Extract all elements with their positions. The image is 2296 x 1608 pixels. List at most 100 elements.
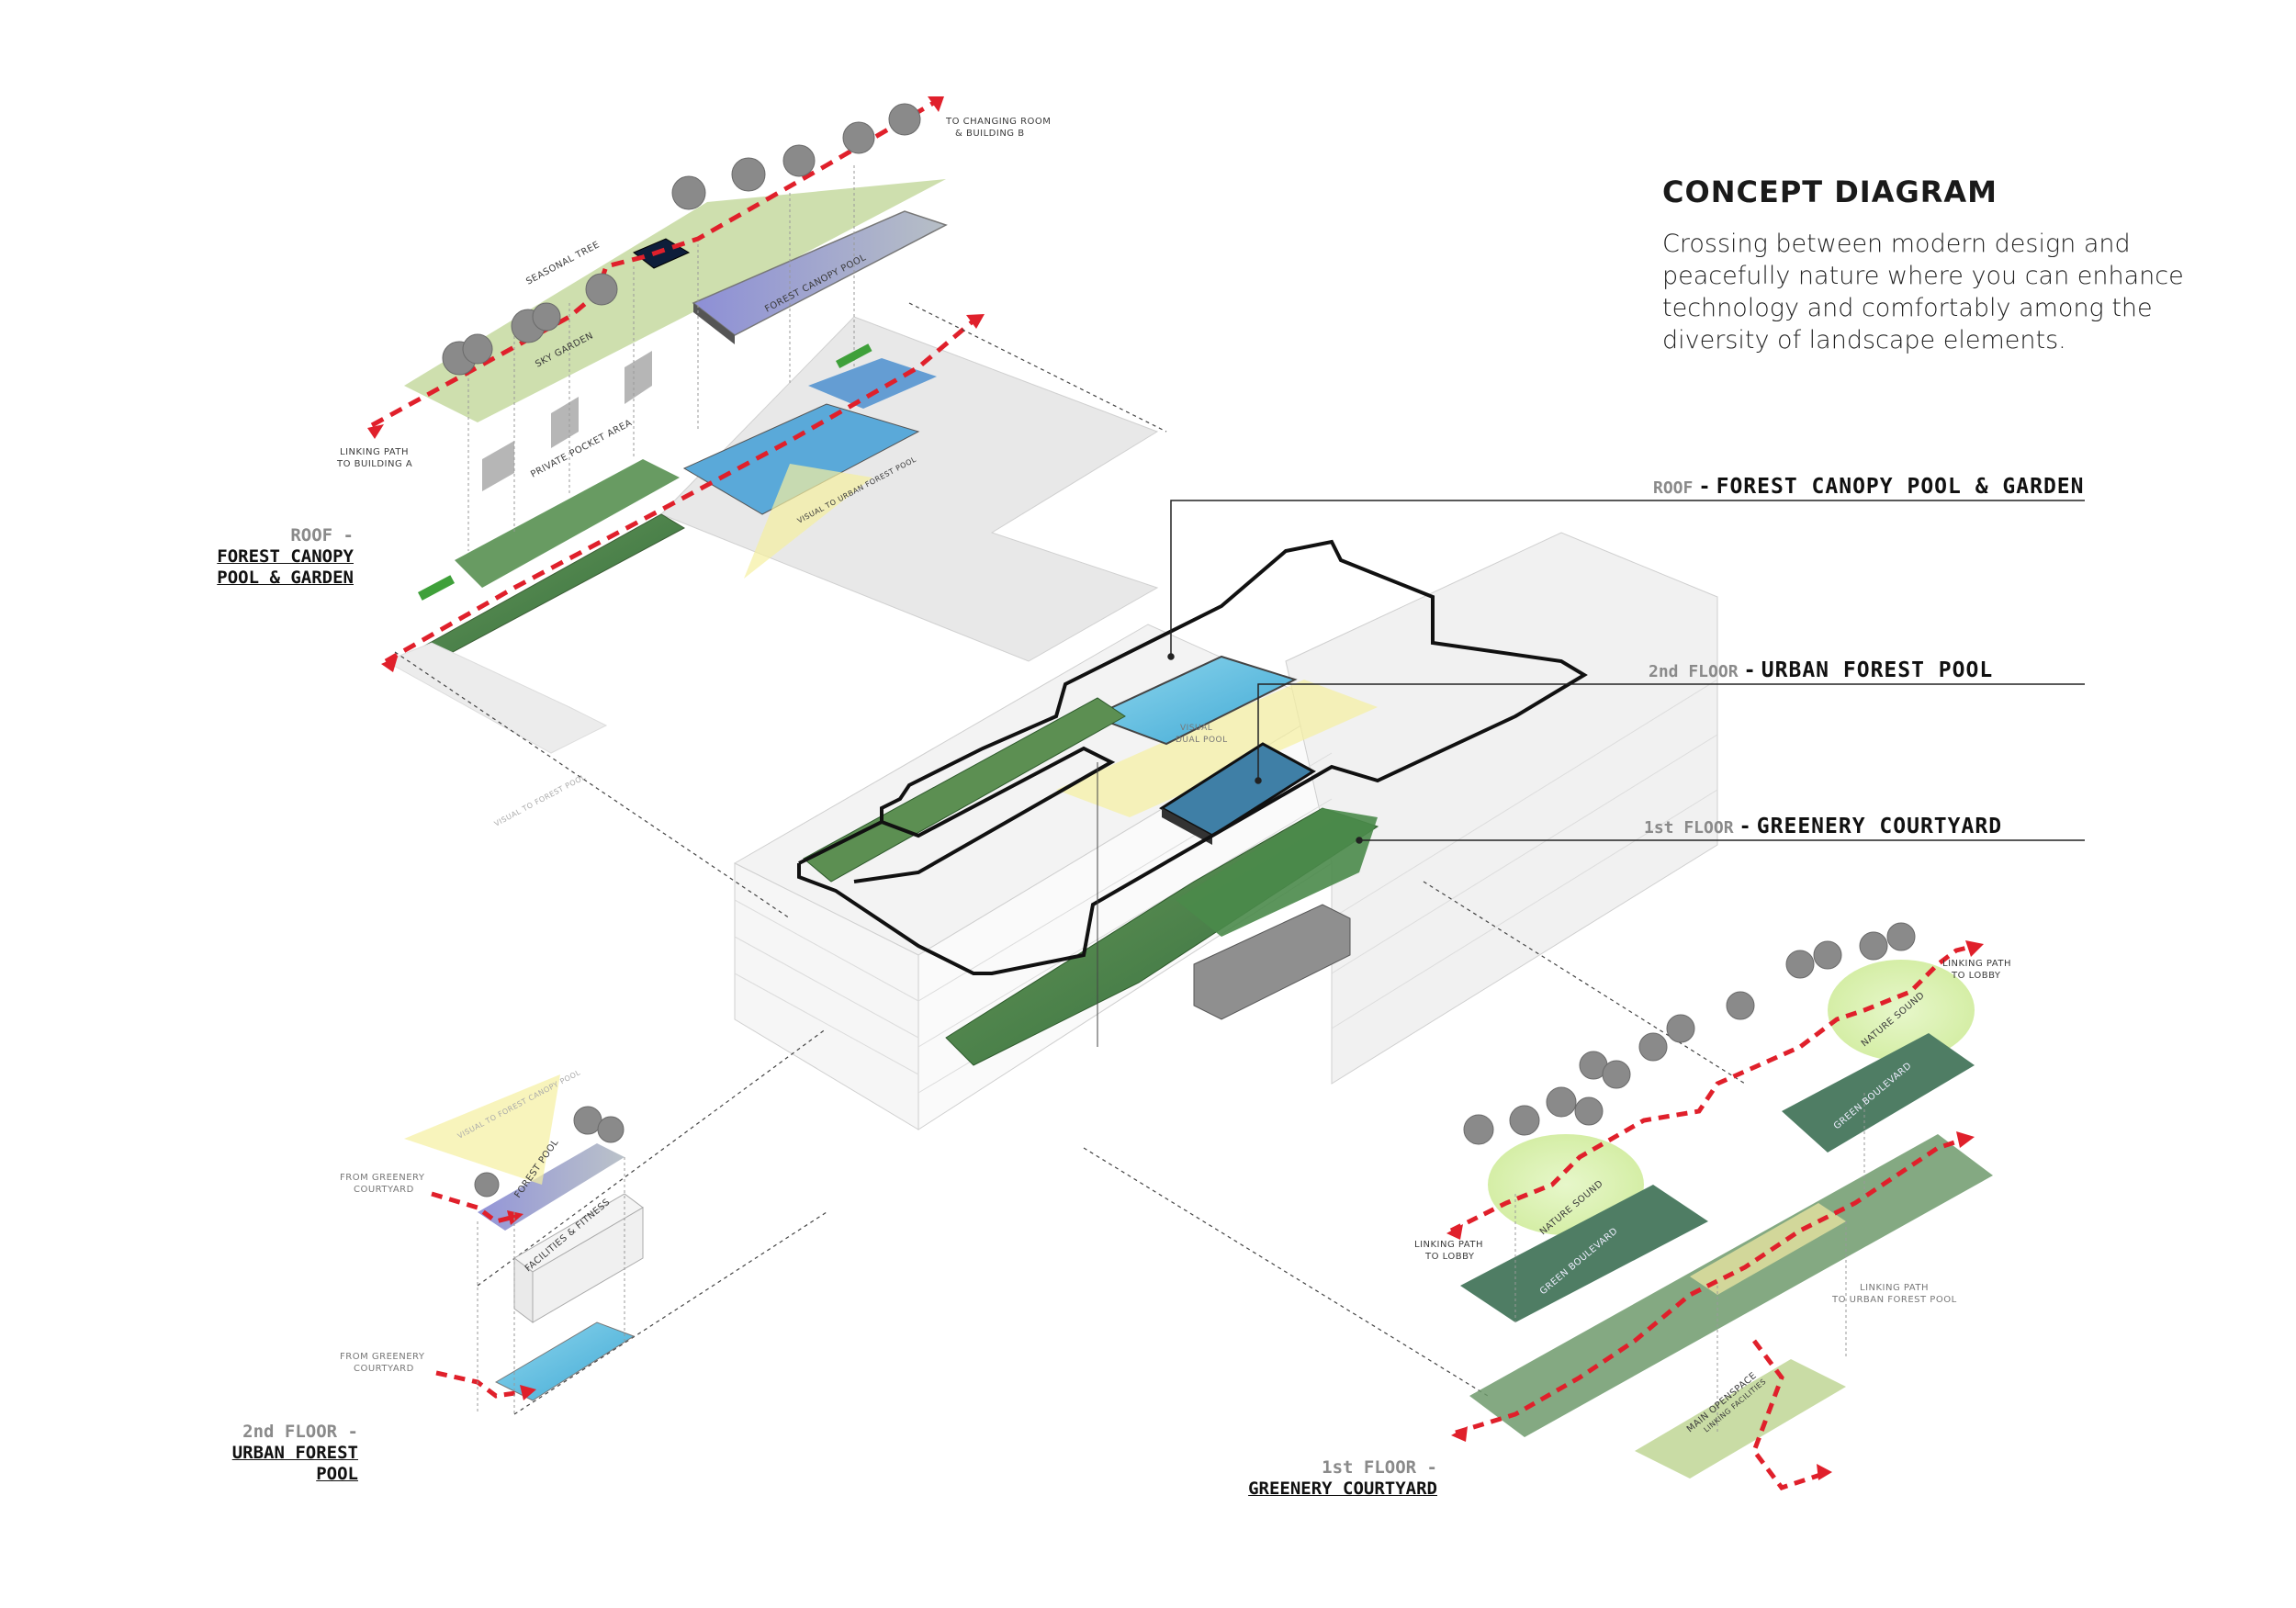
green-boulevard-left [1460, 1185, 1708, 1322]
side-label-second-level: 2nd FLOOR - [242, 1422, 358, 1442]
callout-second-name: URBAN FOREST POOL [1761, 658, 1994, 682]
first-trees [1463, 922, 1916, 1145]
nature-sound-glow-top [1828, 960, 1975, 1061]
second-path-upper-arrow [507, 1210, 523, 1225]
linking-urban-line2: TO URBAN FOREST POOL [1831, 1295, 1957, 1305]
first-path-openspace-arrow [1817, 1464, 1832, 1480]
concept-description: Crossing between modern design and peace… [1662, 230, 2184, 354]
callout-roof: ROOF-FOREST CANOPY POOL & GARDEN [1653, 475, 2084, 499]
second-floor-exploded [404, 1074, 644, 1414]
second-pool-lower [494, 1321, 636, 1401]
forest-canopy-pool-upper-side [693, 303, 735, 344]
first-path-lower [1455, 1136, 1966, 1435]
side-label-first-level: 1st FLOOR - [1322, 1457, 1437, 1478]
first-path-lower-start [1451, 1426, 1468, 1442]
to-changing-room-line1: TO CHANGING ROOM [945, 117, 1051, 127]
linking-urban-line1: LINKING PATH [1860, 1283, 1929, 1293]
first-path-top [1449, 943, 1975, 1233]
second-vertical-guides [477, 1157, 625, 1414]
callout-first: 1st FLOOR-GREENERY COURTYARD [1644, 815, 2002, 838]
from-greenery-a-line2: COURTYARD [354, 1185, 414, 1195]
first-floor-exploded [1446, 922, 1993, 1490]
first-path-top-start [1446, 1224, 1463, 1240]
callout-second-level: 2nd FLOOR [1649, 662, 1739, 681]
side-label-second: 2nd FLOOR - URBAN FOREST POOL [184, 1422, 358, 1485]
private-pocket-seats [482, 351, 652, 491]
side-label-first: 1st FLOOR - GREENERY COURTYARD [1194, 1457, 1437, 1500]
callout-first-level: 1st FLOOR [1644, 818, 1734, 838]
side-label-second-line2: POOL [316, 1464, 358, 1484]
linking-path-a-line1: LINKING PATH [340, 447, 409, 457]
callout-second-dash: - [1743, 659, 1756, 682]
callout-roof-dash: - [1698, 476, 1711, 499]
to-changing-room-line2: & BUILDING B [955, 129, 1025, 139]
central-roof-outline-inner [853, 746, 1116, 883]
from-greenery-b-line1: FROM GREENERY [340, 1352, 425, 1362]
second-path-upper [431, 1191, 515, 1224]
linking-lobby-top-line2: TO LOBBY [1951, 971, 2001, 981]
private-pocket-label: PRIVATE POCKET AREA [529, 418, 634, 480]
callout-first-dash: - [1739, 815, 1751, 838]
roof-linking-path-lower [384, 315, 980, 664]
central-building [733, 532, 1718, 1130]
callout-leaders [1167, 500, 2085, 844]
side-label-first-line1: GREENERY COURTYARD [1248, 1479, 1437, 1499]
facilities-box-side [532, 1207, 644, 1323]
first-vertical-guides [1514, 1093, 1865, 1433]
side-label-second-line1: URBAN FOREST [231, 1443, 358, 1463]
first-path-lower-arrow [1956, 1131, 1975, 1148]
callout-roof-name: FOREST CANOPY POOL & GARDEN [1716, 475, 2085, 499]
roof-path-arrow-upper-start [367, 424, 384, 439]
callout-roof-level: ROOF [1653, 478, 1694, 498]
roof-linking-path-upper [370, 98, 939, 428]
side-label-roof-line2: POOL & GARDEN [217, 568, 354, 588]
central-facility-block [1193, 904, 1351, 1020]
central-roof-outline [797, 539, 1588, 975]
roof-lower-connector [384, 642, 608, 754]
callout-first-name: GREENERY COURTYARD [1756, 815, 2003, 838]
linking-lobby-top-line1: LINKING PATH [1942, 959, 2011, 969]
first-path-top-arrow [1965, 940, 1984, 957]
visual-dual-pool-line2: DUAL POOL [1176, 736, 1228, 745]
side-label-roof: ROOF - FOREST CANOPY POOL & GARDEN [184, 525, 354, 589]
roof-exploded-group [367, 96, 1159, 754]
first-path-openspace [1751, 1339, 1824, 1490]
roof-path-arrow-upper-end [928, 96, 944, 112]
linking-lobby-left-line1: LINKING PATH [1414, 1240, 1483, 1250]
green-boulevard-top [1782, 1033, 1975, 1153]
callout-second: 2nd FLOOR-URBAN FOREST POOL [1649, 658, 1993, 682]
roof-path-arrow-lower-end [966, 314, 985, 329]
roof-pool-blue [682, 403, 920, 515]
linking-lobby-left-line2: TO LOBBY [1424, 1252, 1475, 1262]
concept-text-block: CONCEPT DIAGRAM Crossing between modern … [1662, 174, 2250, 356]
roof-planters [418, 343, 872, 601]
linking-path-a-line2: TO BUILDING A [336, 459, 412, 469]
roof-visual-cone [744, 464, 872, 579]
forest-pool-plane [478, 1143, 625, 1231]
main-openspace [1635, 1359, 1846, 1479]
central-roof-garden [803, 697, 1126, 883]
connector-dashed-lines [394, 302, 1746, 1415]
roof-vertical-guides [467, 165, 855, 551]
central-pool-upper [1090, 655, 1298, 746]
second-path-lower-arrow [520, 1385, 536, 1400]
second-trees [474, 1106, 625, 1198]
second-visual-cone [404, 1074, 560, 1185]
sky-garden-plane [404, 179, 946, 422]
roof-pool-blue-2 [808, 358, 937, 409]
central-visual-cone [1056, 680, 1378, 817]
visual-dual-pool-line1: VISUAL [1180, 724, 1212, 733]
side-label-roof-level: ROOF - [290, 525, 354, 545]
second-path-lower [435, 1370, 529, 1399]
from-greenery-b-line2: COURTYARD [354, 1364, 414, 1374]
visual-forest-pool-label: VISUAL TO FOREST POOL [493, 773, 588, 828]
side-label-roof-line1: FOREST CANOPY [217, 546, 354, 567]
roof-garden-strip-2 [455, 459, 680, 588]
central-dual-pool-base [1162, 808, 1212, 845]
roof-trees [442, 103, 921, 376]
central-courtyard-green-2 [1176, 808, 1378, 937]
from-greenery-a-line1: FROM GREENERY [340, 1173, 425, 1183]
roof-path-arrow-lower-start [381, 657, 398, 672]
concept-title: CONCEPT DIAGRAM [1662, 174, 1998, 209]
